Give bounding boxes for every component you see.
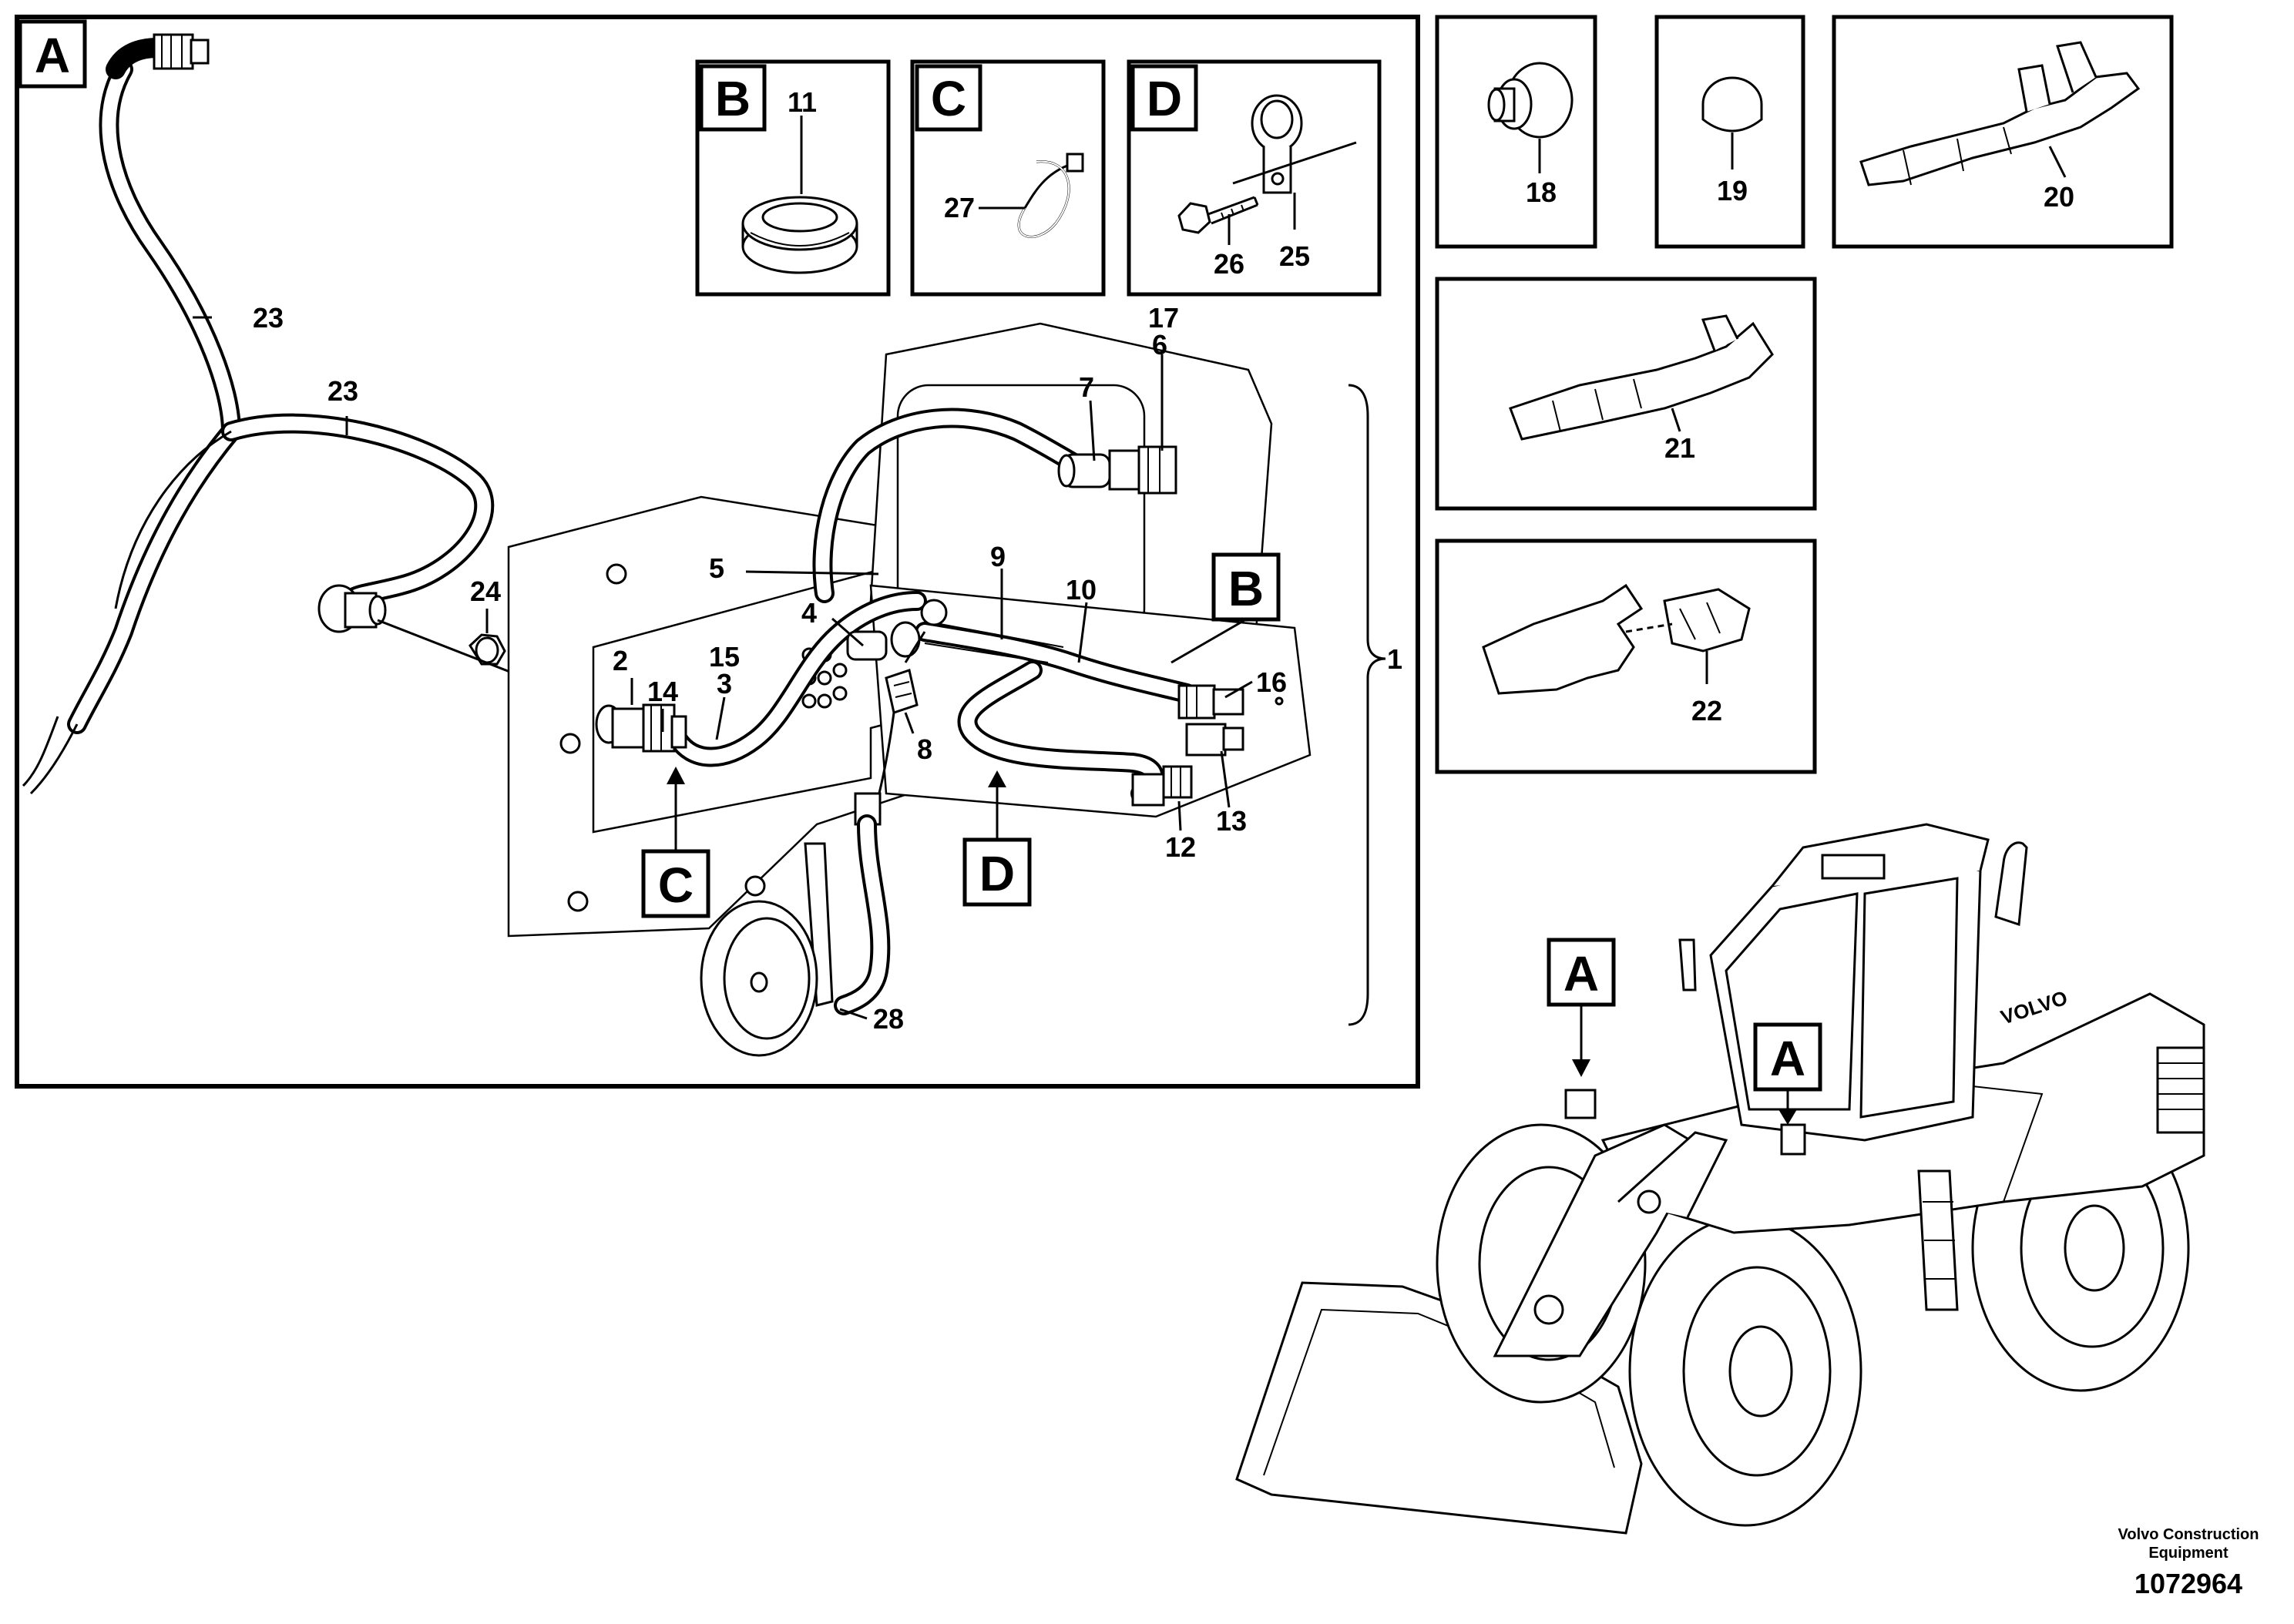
svg-text:D: D — [1147, 71, 1182, 126]
company-line-1: Volvo Construction — [2118, 1526, 2259, 1543]
svg-text:D: D — [979, 846, 1015, 901]
inset-d-frame — [1127, 59, 1382, 297]
callout-d-marker: D — [962, 770, 1032, 907]
horn-wire — [834, 712, 895, 1015]
view-a-frame — [15, 15, 1420, 1089]
inset-c-marker: C — [915, 64, 982, 132]
label-24: 24 — [470, 575, 501, 607]
inset-b-marker: B — [699, 64, 767, 132]
label-12: 12 — [1165, 831, 1196, 863]
inset-b-frame — [695, 59, 891, 297]
callout-c-marker: C — [641, 767, 710, 918]
label-26: 26 — [1214, 248, 1244, 280]
leader-lines — [193, 316, 1253, 1020]
label-14: 14 — [647, 676, 678, 707]
callout-b-marker: B — [1171, 552, 1281, 664]
inset-c-frame — [910, 59, 1106, 297]
connector-7-icon — [1057, 445, 1177, 495]
svg-text:B: B — [715, 71, 751, 126]
label-20: 20 — [2044, 181, 2074, 213]
label-25: 25 — [1279, 240, 1310, 272]
label-3: 3 — [717, 668, 732, 700]
grommet-18-icon — [1487, 62, 1574, 139]
connector-24-side-icon — [317, 584, 387, 633]
machine-marker-a2: A — [1753, 1022, 1822, 1125]
svg-text:C: C — [658, 857, 694, 913]
label-4: 4 — [801, 597, 817, 629]
terminal-22-icon — [1482, 583, 1751, 695]
label-2: 2 — [613, 645, 628, 676]
p-clamp-25-icon — [1251, 94, 1303, 194]
label-21: 21 — [1664, 432, 1695, 464]
label-18: 18 — [1526, 176, 1557, 208]
connector-2-icon — [595, 703, 687, 753]
connector-top-icon — [106, 33, 210, 79]
screw-26-icon — [1177, 196, 1259, 234]
label-7: 7 — [1079, 371, 1094, 403]
label-1: 1 — [1387, 643, 1402, 675]
harness-9-10 — [915, 622, 1197, 804]
label-17: 17 — [1148, 302, 1179, 334]
volvo-decal: VOLVO — [1998, 986, 2071, 1029]
terminal-20-icon — [1859, 41, 2141, 186]
ecu-box — [869, 322, 1273, 664]
label-10: 10 — [1066, 574, 1097, 606]
connector-16-icon — [1177, 684, 1244, 720]
view-marker-a-main: A — [18, 19, 87, 89]
part-20-frame — [1832, 15, 2174, 249]
label-11: 11 — [788, 86, 817, 118]
label-5: 5 — [709, 552, 724, 584]
label-8: 8 — [917, 733, 932, 765]
plug-19-icon — [1701, 76, 1763, 133]
svg-text:A: A — [1770, 1031, 1805, 1086]
label-27: 27 — [944, 192, 975, 223]
label-6: 6 — [1152, 329, 1167, 361]
label-16: 16 — [1256, 666, 1287, 698]
connector-12-icon — [1131, 765, 1193, 807]
harness-7 — [812, 408, 1097, 603]
part-21-frame — [1435, 277, 1817, 511]
connector-13-icon — [1185, 723, 1244, 757]
label-23b: 23 — [327, 375, 358, 407]
part-18-frame — [1435, 15, 1597, 249]
label-23a: 23 — [253, 302, 284, 334]
label-15: 15 — [709, 641, 740, 673]
harness-23 — [22, 59, 495, 795]
label-13: 13 — [1216, 805, 1247, 837]
harness-3 — [668, 591, 927, 767]
label-22: 22 — [1691, 695, 1722, 726]
svg-text:B: B — [1228, 561, 1264, 616]
inset-d-marker: D — [1130, 64, 1198, 132]
cable-tie-27-icon — [1017, 153, 1084, 238]
terminal-21-icon — [1509, 314, 1774, 441]
grommet-11-icon — [741, 196, 858, 274]
label-28: 28 — [873, 1003, 904, 1035]
label-9: 9 — [990, 541, 1006, 572]
brace-1 — [1348, 384, 1386, 1026]
drawing-number: 1072964 — [2134, 1568, 2242, 1599]
label-19: 19 — [1717, 175, 1748, 206]
machine-marker-a1: A — [1547, 938, 1616, 1077]
horn-28-icon — [700, 842, 834, 1057]
part-22-frame — [1435, 539, 1817, 774]
part-19-frame — [1654, 15, 1805, 249]
company-line-2: Equipment — [2148, 1545, 2229, 1562]
svg-text:C: C — [931, 71, 966, 126]
svg-text:A: A — [35, 28, 70, 83]
svg-text:A: A — [1563, 946, 1599, 1002]
wheel-loader-illustration: VOLVO — [1235, 823, 2205, 1535]
connector-8-icon — [885, 631, 926, 714]
nut-24-icon — [469, 633, 506, 666]
